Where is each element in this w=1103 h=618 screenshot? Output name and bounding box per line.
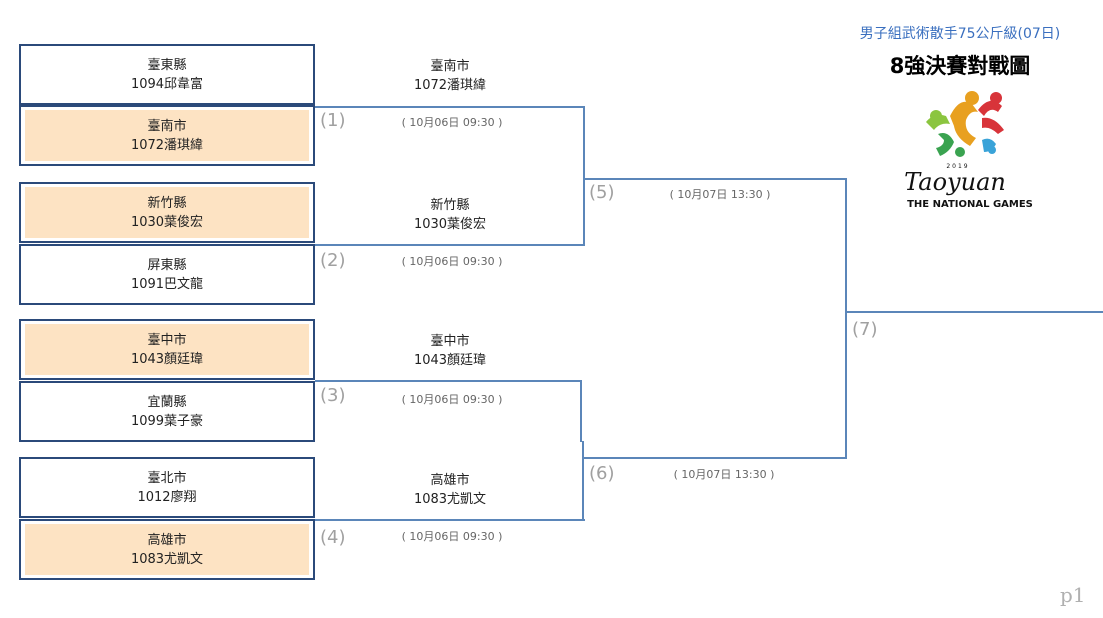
bracket-line [315, 380, 582, 382]
logo-year: 2019 [946, 163, 970, 170]
entry-8: 高雄市 1083尤凱文 [19, 519, 315, 580]
bracket-line [845, 311, 1103, 313]
match-number: (6) [589, 463, 615, 484]
entry-2: 臺南市 1072潘琪緯 [19, 105, 315, 166]
entry-team: 屏東縣 [147, 257, 187, 273]
bracket-line [315, 244, 585, 246]
entry-player: 1091巴文龍 [130, 276, 204, 292]
page-number: p1 [1060, 583, 1086, 607]
entry-player: 1012廖翔 [137, 489, 197, 505]
match-number: (7) [852, 319, 878, 340]
bracket-line [584, 178, 847, 180]
match-6-schedule: ( 10月07日 13:30 ) [673, 468, 775, 481]
entry-4: 屏東縣 1091巴文龍 [19, 244, 315, 305]
bracket-line [845, 178, 847, 459]
entry-7: 臺北市 1012廖翔 [19, 457, 315, 518]
winner-player: 1043顏廷瑋 [413, 353, 487, 368]
games-logo-icon [926, 91, 1004, 157]
bracket-line [583, 457, 847, 459]
match-3-winner: 臺中市 1043顏廷瑋 [360, 332, 540, 370]
match-number: (5) [589, 182, 615, 203]
bracket-line [315, 519, 585, 521]
match-3-schedule: ( 10月06日 09:30 ) [401, 393, 503, 406]
event-title: 男子組武術散手75公斤級(07日) [859, 26, 1061, 42]
entry-team: 臺北市 [147, 470, 187, 486]
entry-player: 1072潘琪緯 [130, 137, 204, 153]
entry-team: 臺中市 [147, 332, 187, 348]
bracket-title: 8強決賽對戰圖 [889, 54, 1031, 78]
logo-wordmark: Taoyuan [904, 168, 1006, 196]
bracket-line [583, 106, 585, 246]
entry-3: 新竹縣 1030葉俊宏 [19, 182, 315, 243]
entry-player: 1030葉俊宏 [130, 214, 204, 230]
entry-1: 臺東縣 1094邱韋富 [19, 44, 315, 105]
entry-team: 高雄市 [147, 532, 187, 548]
match-4-schedule: ( 10月06日 09:30 ) [401, 530, 503, 543]
entry-team: 新竹縣 [147, 195, 187, 211]
entry-team: 臺東縣 [147, 57, 187, 73]
bracket-line [580, 380, 582, 442]
winner-player: 1030葉俊宏 [413, 217, 487, 232]
entry-6: 宜蘭縣 1099葉子豪 [19, 381, 315, 442]
match-number: (3) [320, 385, 346, 406]
match-5-schedule: ( 10月07日 13:30 ) [669, 188, 771, 201]
match-2-winner: 新竹縣 1030葉俊宏 [360, 196, 540, 234]
entry-player: 1043顏廷瑋 [130, 351, 204, 367]
entry-player: 1083尤凱文 [130, 551, 204, 567]
match-number: (2) [320, 250, 346, 271]
bracket-line [315, 106, 585, 108]
winner-team: 臺中市 [430, 334, 470, 349]
entry-5: 臺中市 1043顏廷瑋 [19, 319, 315, 380]
entry-player: 1094邱韋富 [130, 76, 204, 92]
winner-player: 1083尤凱文 [413, 492, 487, 507]
match-1-winner: 臺南市 1072潘琪緯 [360, 57, 540, 95]
winner-team: 新竹縣 [430, 198, 470, 213]
match-4-winner: 高雄市 1083尤凱文 [360, 471, 540, 509]
match-2-schedule: ( 10月06日 09:30 ) [401, 255, 503, 268]
match-number: (1) [320, 110, 346, 131]
logo-subtitle: THE NATIONAL GAMES [907, 199, 1033, 210]
entry-player: 1099葉子豪 [130, 413, 204, 429]
entry-team: 臺南市 [147, 118, 187, 134]
match-1-schedule: ( 10月06日 09:30 ) [401, 116, 503, 129]
entry-team: 宜蘭縣 [147, 394, 187, 410]
match-number: (4) [320, 527, 346, 548]
winner-team: 臺南市 [430, 59, 470, 74]
winner-team: 高雄市 [430, 473, 470, 488]
winner-player: 1072潘琪緯 [413, 78, 487, 93]
bracket-line [582, 441, 584, 521]
